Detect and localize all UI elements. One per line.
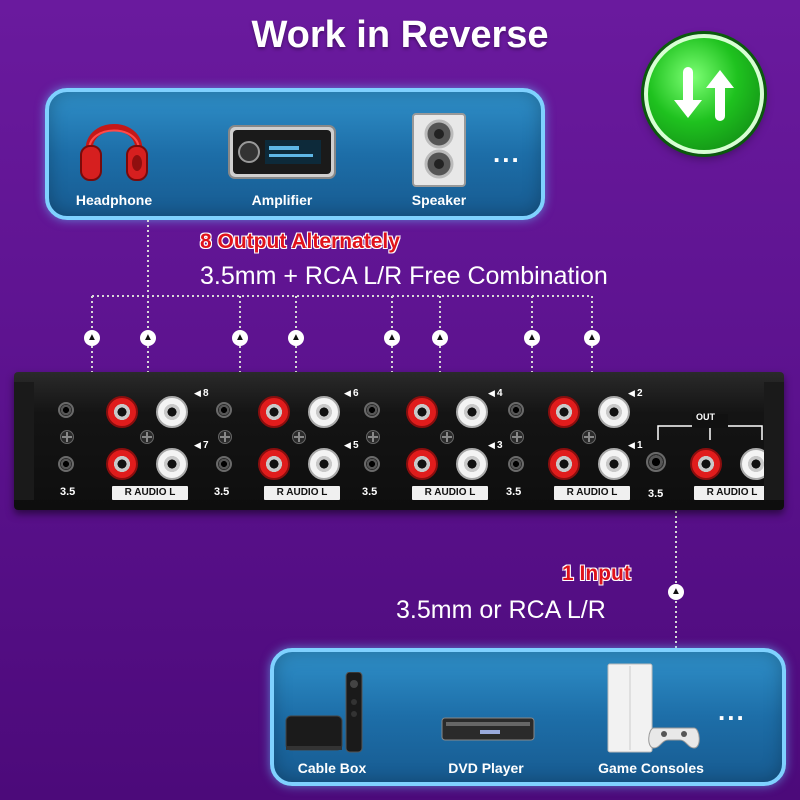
more-devices-ellipsis: ... [718, 696, 746, 726]
up-arrow-icon: ▲ [288, 330, 304, 346]
jack-label: 3.5 [648, 488, 664, 500]
more-devices-ellipsis: ... [493, 138, 521, 168]
jack-35mm-port-6 [216, 402, 232, 418]
rca-left-port-5 [308, 448, 340, 480]
port-number: 2 [637, 388, 643, 399]
screw-icon [218, 430, 232, 444]
jack-label: 3.5 [362, 486, 378, 498]
jack-label: 3.5 [60, 486, 76, 498]
screw-icon [510, 430, 524, 444]
rca-label: R AUDIO L [264, 486, 340, 500]
jack-35mm-port-1 [508, 456, 524, 472]
jack-35mm-port-4 [364, 402, 380, 418]
port-number: 3 [497, 440, 503, 451]
up-arrow-icon: ▲ [432, 330, 448, 346]
port-number: 7 [203, 440, 209, 451]
jack-35mm-port-3 [364, 456, 380, 472]
rca-right-port-7 [106, 448, 138, 480]
output-subline: 3.5mm + RCA L/R Free Combination [200, 262, 608, 290]
up-arrow-icon: ▲ [584, 330, 600, 346]
screw-icon [582, 430, 596, 444]
headphone-icon [79, 106, 149, 186]
speaker-icon [411, 112, 467, 188]
jack-35mm-port-8 [58, 402, 74, 418]
rca-left-out [740, 448, 772, 480]
device-label: Cable Box [297, 760, 367, 776]
screw-icon [292, 430, 306, 444]
rca-right-out [690, 448, 722, 480]
up-arrow-icon: ▲ [668, 584, 684, 600]
up-arrow-icon: ▲ [384, 330, 400, 346]
output-devices-panel: Headphone Amplifier Speaker ... [45, 88, 545, 220]
output-headline: 8 Output Alternately [200, 230, 400, 253]
device-label: Amplifier [251, 192, 313, 208]
port-arrow-icon: ◀ [628, 388, 635, 398]
out-bracket [654, 412, 766, 442]
rca-right-port-2 [548, 396, 580, 428]
port-arrow-icon: ◀ [194, 440, 201, 450]
jack-35mm-port-2 [508, 402, 524, 418]
rca-right-port-4 [406, 396, 438, 428]
input-headline: 1 Input [562, 562, 631, 585]
audio-switch-device: 3.5 ◀ 8 ◀ 7 R AUDIO L 3.5 ◀ 6 ◀ 5 R AUDI… [14, 372, 784, 510]
rca-left-port-8 [156, 396, 188, 428]
jack-label: 3.5 [506, 486, 522, 498]
rca-right-port-5 [258, 448, 290, 480]
jack-35mm-port-5 [216, 456, 232, 472]
rca-label: R AUDIO L [412, 486, 488, 500]
port-arrow-icon: ◀ [344, 440, 351, 450]
rca-left-port-6 [308, 396, 340, 428]
out-label: OUT [696, 412, 715, 422]
amplifier-icon [227, 122, 337, 182]
rca-label: R AUDIO L [694, 486, 770, 500]
up-arrow-icon: ▲ [524, 330, 540, 346]
device-label: Game Consoles [598, 760, 704, 776]
port-number: 8 [203, 388, 209, 399]
port-arrow-icon: ◀ [628, 440, 635, 450]
port-arrow-icon: ◀ [488, 440, 495, 450]
up-arrow-icon: ▲ [84, 330, 100, 346]
device-label: DVD Player [448, 760, 524, 776]
jack-label: 3.5 [214, 486, 230, 498]
rca-label: R AUDIO L [112, 486, 188, 500]
page-title: Work in Reverse [251, 14, 549, 56]
reverse-arrows-icon [644, 34, 764, 154]
screw-icon [140, 430, 154, 444]
jack-35mm-out [646, 452, 666, 472]
rca-left-port-3 [456, 448, 488, 480]
screw-icon [366, 430, 380, 444]
screw-icon [60, 430, 74, 444]
port-number: 1 [637, 440, 643, 451]
screw-icon [440, 430, 454, 444]
port-number: 6 [353, 388, 359, 399]
port-number: 4 [497, 388, 503, 399]
port-number: 5 [353, 440, 359, 451]
jack-35mm-port-7 [58, 456, 74, 472]
game-console-icon [604, 662, 704, 754]
input-devices-panel: Cable Box DVD Player Game Consoles ... [270, 648, 786, 786]
device-label: Speaker [411, 192, 467, 208]
rca-right-port-1 [548, 448, 580, 480]
device-label: Headphone [75, 192, 153, 208]
up-arrow-icon: ▲ [232, 330, 248, 346]
rca-right-port-3 [406, 448, 438, 480]
rca-left-port-1 [598, 448, 630, 480]
rca-left-port-4 [456, 396, 488, 428]
port-arrow-icon: ◀ [194, 388, 201, 398]
input-subline: 3.5mm or RCA L/R [396, 596, 606, 624]
rca-right-port-8 [106, 396, 138, 428]
dvd-player-icon [440, 714, 536, 744]
port-arrow-icon: ◀ [488, 388, 495, 398]
rca-left-port-7 [156, 448, 188, 480]
cable-box-icon [284, 671, 364, 754]
rca-left-port-2 [598, 396, 630, 428]
port-arrow-icon: ◀ [344, 388, 351, 398]
up-arrow-icon: ▲ [140, 330, 156, 346]
rca-label: R AUDIO L [554, 486, 630, 500]
rca-right-port-6 [258, 396, 290, 428]
